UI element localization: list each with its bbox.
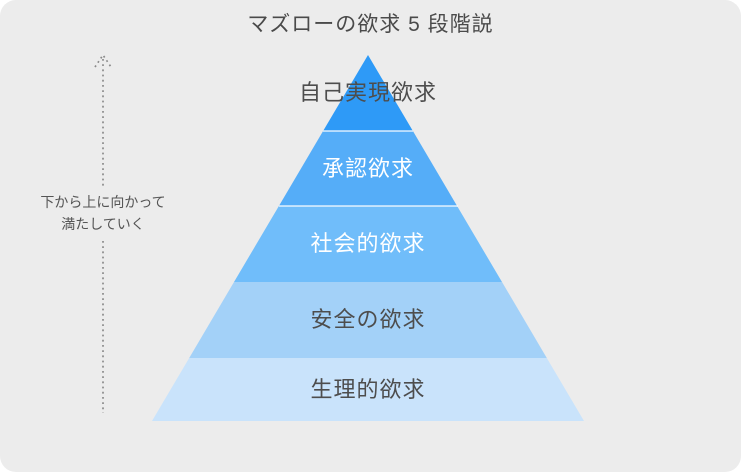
progression-note-line1: 下から上に向かって: [40, 194, 166, 210]
pyramid-level-label: 社会的欲求: [310, 231, 426, 256]
pyramid-level-label: 自己実現欲求: [298, 80, 437, 105]
pyramid-level-physiological: [152, 358, 584, 421]
needs-pyramid: 自己実現欲求 承認欲求 社会的欲求 安全の欲求 生理的欲求: [152, 55, 584, 421]
pyramid-level-label: 生理的欲求: [310, 377, 426, 402]
level-separator: [278, 204, 458, 207]
pyramid-level-label: 承認欲求: [321, 156, 414, 181]
level-separator: [323, 129, 413, 132]
progression-note: 下から上に向かって 満たしていく: [23, 188, 183, 238]
diagram-title: マズローの欲求 5 段階説: [247, 13, 494, 36]
pyramid-level-social: [234, 206, 502, 282]
pyramid-level-label: 安全の欲求: [310, 307, 426, 332]
pyramid-level-safety: [189, 282, 547, 358]
progression-note-line2: 満たしていく: [61, 216, 145, 232]
